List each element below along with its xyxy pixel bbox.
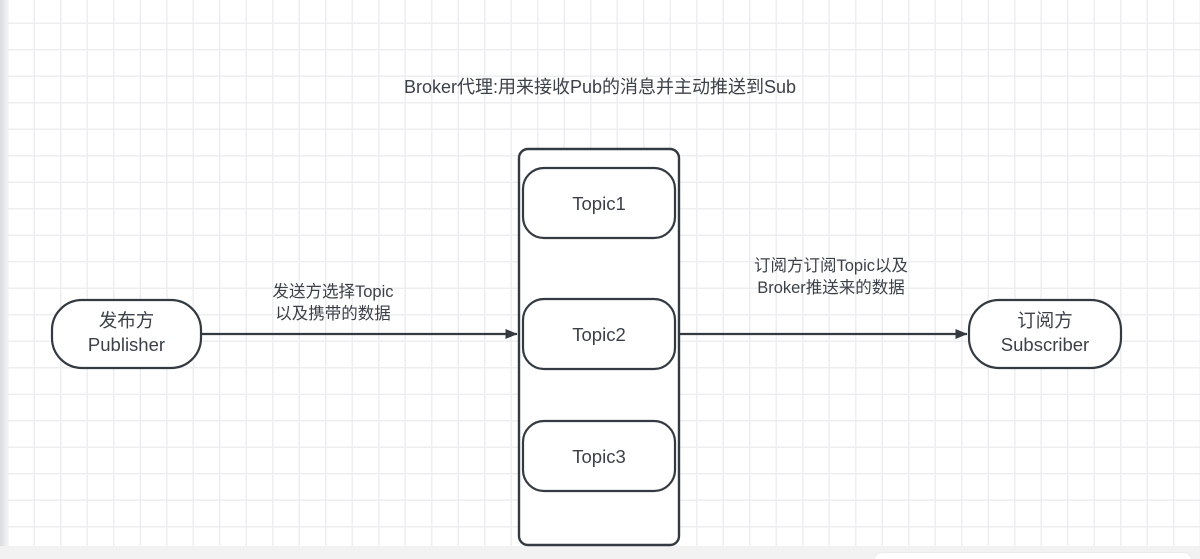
diagram-title: Broker代理:用来接收Pub的消息并主动推送到Sub [403,77,797,97]
edge-label-broker-to-subscriber-line1: 订阅方订阅Topic以及 [753,257,909,275]
edge-label-publisher-to-broker-line1: 发送方选择Topic [272,283,394,301]
edge-label-broker-to-subscriber-line2: Broker推送来的数据 [757,279,905,297]
publisher-node[interactable] [50,298,203,370]
topic-node-1[interactable] [521,166,677,240]
subscriber-node[interactable] [967,298,1123,370]
topic-node-2[interactable] [521,297,677,371]
topic-node-3[interactable] [521,419,677,493]
left-margin-strip [0,0,8,559]
edge-label-publisher-to-broker-line2: 以及携带的数据 [275,305,391,323]
